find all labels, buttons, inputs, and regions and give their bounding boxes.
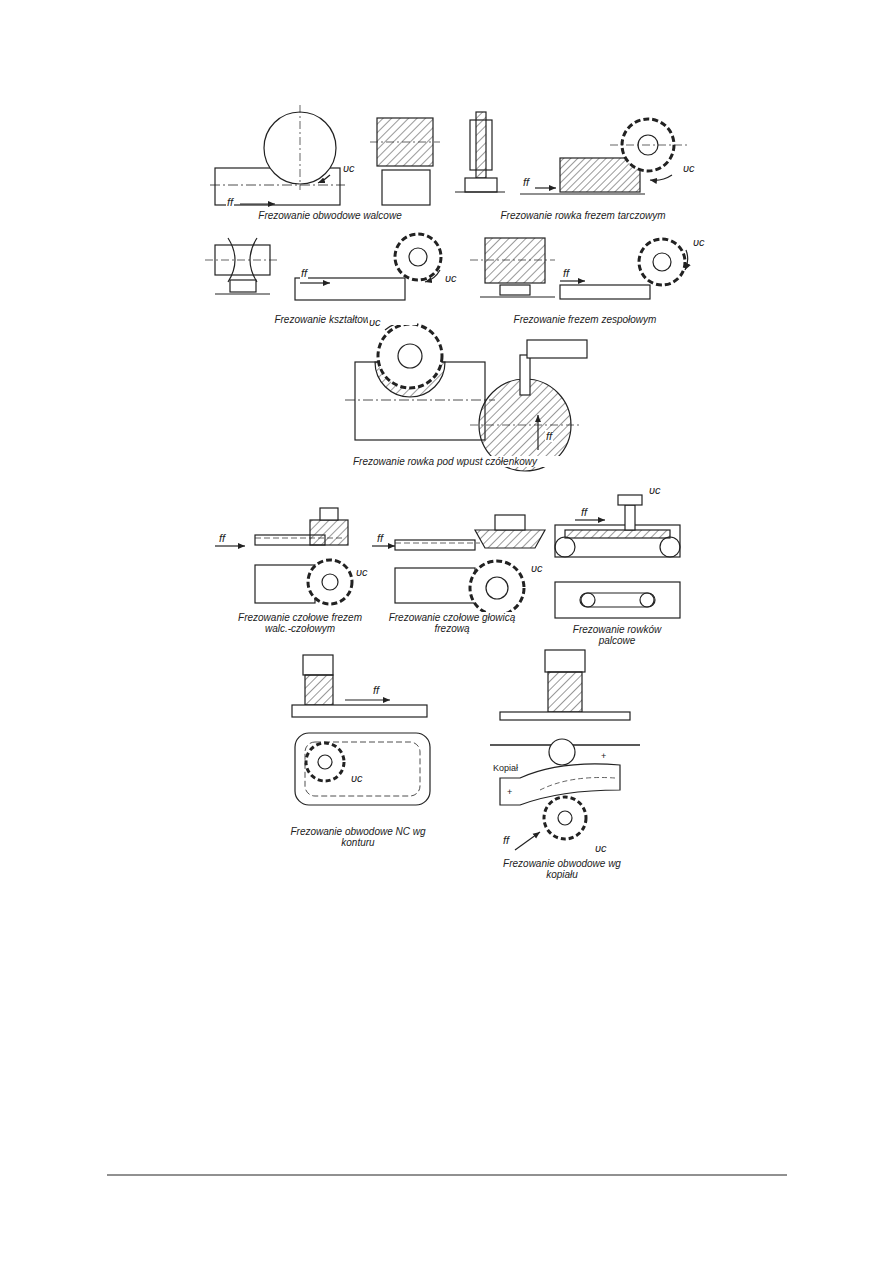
part-label: + bbox=[506, 788, 513, 798]
symbol-label: ff bbox=[300, 267, 308, 279]
symbol-label: ff bbox=[376, 532, 384, 544]
symbol-label: υc bbox=[648, 484, 662, 496]
part-label: Kopiał bbox=[492, 764, 519, 774]
symbol-label: ff bbox=[545, 430, 553, 442]
figure-caption: Frezowanie czołowe frezem walc.-czołowym bbox=[228, 612, 372, 634]
symbol-label: ff bbox=[522, 176, 530, 188]
symbol-label: ff bbox=[226, 196, 234, 208]
symbol-label: υc bbox=[444, 272, 458, 284]
symbol-label: ff bbox=[218, 532, 226, 544]
figure-caption: Frezowanie frezem zespołowym bbox=[478, 314, 692, 325]
symbol-label: ff bbox=[502, 834, 510, 846]
figure-caption: Frezowanie rowka frezem tarczowym bbox=[466, 210, 700, 221]
symbol-label: ff bbox=[580, 506, 588, 518]
symbol-label: υc bbox=[682, 162, 696, 174]
symbol-label: υc bbox=[355, 566, 369, 578]
figure-caption: Frezowanie rowka pod wpust czółenkowy bbox=[323, 456, 567, 467]
figure-caption: Frezowanie obwodowe wg kopiału bbox=[490, 858, 634, 880]
figure-caption: Frezowanie rowków palcowe bbox=[560, 624, 674, 646]
figure-caption: Frezowanie kształtowe bbox=[233, 314, 417, 325]
figure-caption: Frezowanie czołowe głowicą frezową bbox=[385, 612, 519, 634]
symbol-label: υc bbox=[692, 236, 706, 248]
symbol-label: υc bbox=[342, 162, 356, 174]
symbol-label: ff bbox=[372, 684, 380, 696]
symbol-label: ff bbox=[562, 267, 570, 279]
symbol-label: υc bbox=[350, 772, 364, 784]
symbol-label: υc bbox=[594, 842, 608, 854]
figure-caption: Frezowanie obwodowe NC wg konturu bbox=[286, 826, 430, 848]
figure-caption: Frezowanie obwodowe walcowe bbox=[218, 210, 442, 221]
symbol-label: υc bbox=[530, 562, 544, 574]
symbol-label: υc bbox=[368, 316, 382, 328]
part-label: + bbox=[600, 752, 607, 762]
